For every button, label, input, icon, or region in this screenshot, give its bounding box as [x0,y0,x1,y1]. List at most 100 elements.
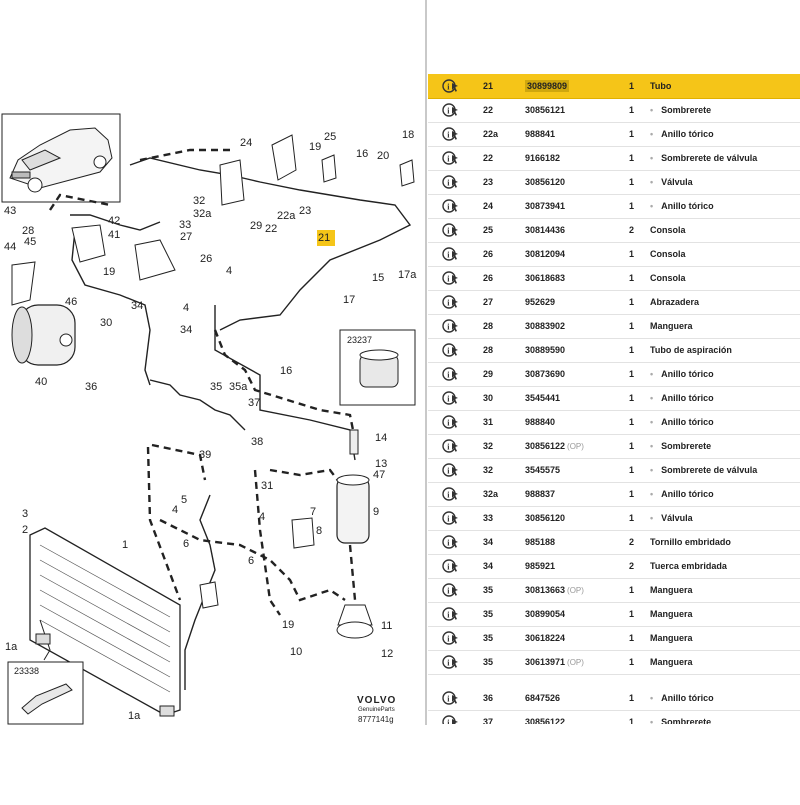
info-cursor-icon[interactable]: i [442,101,460,119]
callout-14: 14 [375,432,387,444]
part-number[interactable]: 30813663(OP) [525,585,584,595]
part-number[interactable]: 30873941 [525,201,566,211]
svg-text:i: i [447,275,450,284]
part-number[interactable]: 30856120 [525,513,566,523]
info-cursor-icon[interactable]: i [442,77,460,95]
dashed-lines [49,148,357,625]
part-number[interactable]: 988837 [525,489,556,499]
part-description: Manguera [650,609,693,619]
info-cursor-icon[interactable]: i [442,461,460,479]
part-number[interactable]: 30856120 [525,177,566,187]
info-cursor-icon[interactable]: i [442,581,460,599]
part-number[interactable]: 985921 [525,561,556,571]
info-cursor-icon[interactable]: i [442,125,460,143]
part-number[interactable]: 3545441 [525,393,561,403]
part-number[interactable]: 30883902 [525,321,566,331]
info-cursor-icon[interactable]: i [442,653,460,671]
info-cursor-icon[interactable]: i [442,365,460,383]
part-number[interactable]: 30856122 [525,717,566,724]
info-cursor-icon[interactable]: i [442,557,460,575]
info-cursor-icon[interactable]: i [442,713,460,724]
info-cursor-icon[interactable]: i [442,533,460,551]
info-cursor-icon[interactable]: i [442,437,460,455]
part-quantity: 2 [629,225,635,235]
part-quantity: 1 [629,177,635,187]
callout-4: 4 [172,504,178,516]
part-number[interactable]: 30814436 [525,225,566,235]
info-cursor-icon[interactable]: i [442,173,460,191]
part-number[interactable]: 30812094 [525,249,566,259]
part-number[interactable]: 30618224 [525,633,566,643]
info-cursor-icon[interactable]: i [442,245,460,263]
callout-15: 15 [372,272,384,284]
info-cursor-icon[interactable]: i [442,221,460,239]
optional-badge: (OP) [567,442,584,451]
callout-33: 33 [179,219,191,231]
info-cursor-icon[interactable]: i [442,197,460,215]
part-number[interactable]: 3545575 [525,465,561,475]
part-description: •Anillo tórico [650,129,714,139]
callout-27: 27 [180,231,192,243]
part-description: Consola [650,249,686,259]
part-number[interactable]: 30899054 [525,609,566,619]
sub-item-bullet: • [650,417,654,427]
part-quantity: 1 [629,717,635,724]
part-description: Tuerca embridada [650,561,727,571]
info-cursor-icon[interactable]: i [442,293,460,311]
part-number[interactable]: 985188 [525,537,556,547]
part-number[interactable]: 988840 [525,417,556,427]
info-cursor-icon[interactable]: i [442,341,460,359]
part-number[interactable]: 30899809 [525,80,570,92]
info-cursor-icon[interactable]: i [442,269,460,287]
info-cursor-icon[interactable]: i [442,149,460,167]
part-number[interactable]: 952629 [525,297,556,307]
part-number[interactable]: 30873690 [525,369,566,379]
part-number[interactable]: 988841 [525,129,556,139]
part-number[interactable]: 30618683 [525,273,566,283]
info-cursor-icon[interactable]: i [442,413,460,431]
info-cursor-icon[interactable]: i [442,485,460,503]
info-cursor-icon[interactable]: i [442,317,460,335]
part-number[interactable]: 6847526 [525,693,561,703]
selected-callout-highlight [317,230,335,246]
part-description: •Sombrerete [650,717,711,724]
info-cursor-icon[interactable]: i [442,605,460,623]
info-cursor-icon[interactable]: i [442,689,460,707]
part-number[interactable]: 30856121 [525,105,566,115]
info-cursor-icon[interactable]: i [442,629,460,647]
part-number[interactable]: 30889590 [525,345,566,355]
part-number[interactable]: 30613971(OP) [525,657,584,667]
info-cursor-icon[interactable]: i [442,389,460,407]
part-number[interactable]: 30856122(OP) [525,441,584,451]
info-cursor-icon[interactable]: i [442,509,460,527]
part-number[interactable]: 9166182 [525,153,561,163]
